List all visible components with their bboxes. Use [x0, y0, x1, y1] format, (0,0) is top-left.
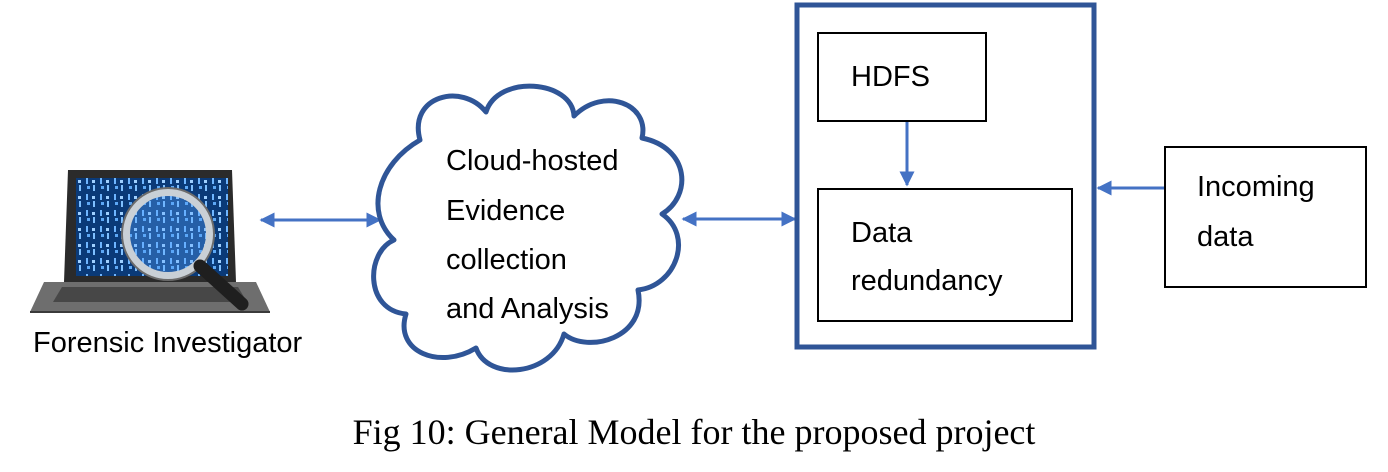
redundancy-label-line-2: redundancy: [851, 265, 1003, 297]
cloud-label-line-3: collection: [446, 244, 567, 276]
investigator-label: Forensic Investigator: [33, 327, 303, 359]
cloud-label-line-2: Evidence: [446, 195, 566, 227]
cloud-label-line-4: and Analysis: [446, 293, 609, 325]
incoming-label-line-1: Incoming: [1197, 171, 1315, 203]
magnifier-handle: [193, 259, 249, 311]
incoming-label-line-2: data: [1197, 221, 1254, 253]
laptop-keyboard: [53, 287, 247, 302]
cloud-label-line-1: Cloud-hosted: [446, 145, 619, 177]
redundancy-label-line-1: Data: [851, 217, 913, 249]
hdfs-label: HDFS: [851, 61, 930, 93]
cloud-shape: [371, 83, 685, 373]
figure-caption: Fig 10: General Model for the proposed p…: [352, 412, 1036, 452]
laptop-magnifier-icon: [30, 170, 270, 313]
magnifier-lens: [122, 188, 214, 280]
magnifier-rim: [121, 187, 215, 281]
redundancy-box: [817, 188, 1073, 322]
storage-container: [794, 2, 1097, 350]
hdfs-box: [817, 32, 987, 122]
incoming-box: [1164, 146, 1367, 288]
